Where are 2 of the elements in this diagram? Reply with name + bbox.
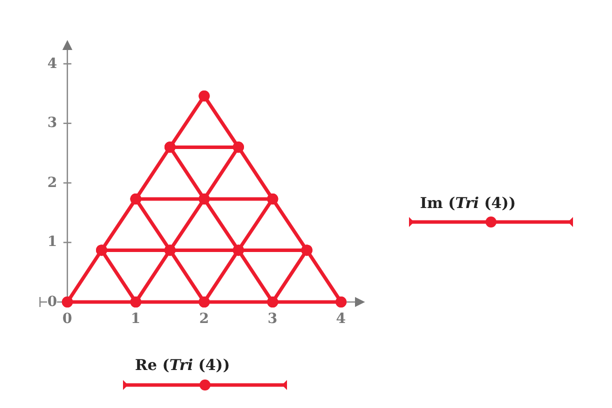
x-axis-expression: Re (Tri (4)) — [135, 356, 230, 374]
y-axis-expression: Im (Tri (4)) — [420, 194, 516, 212]
